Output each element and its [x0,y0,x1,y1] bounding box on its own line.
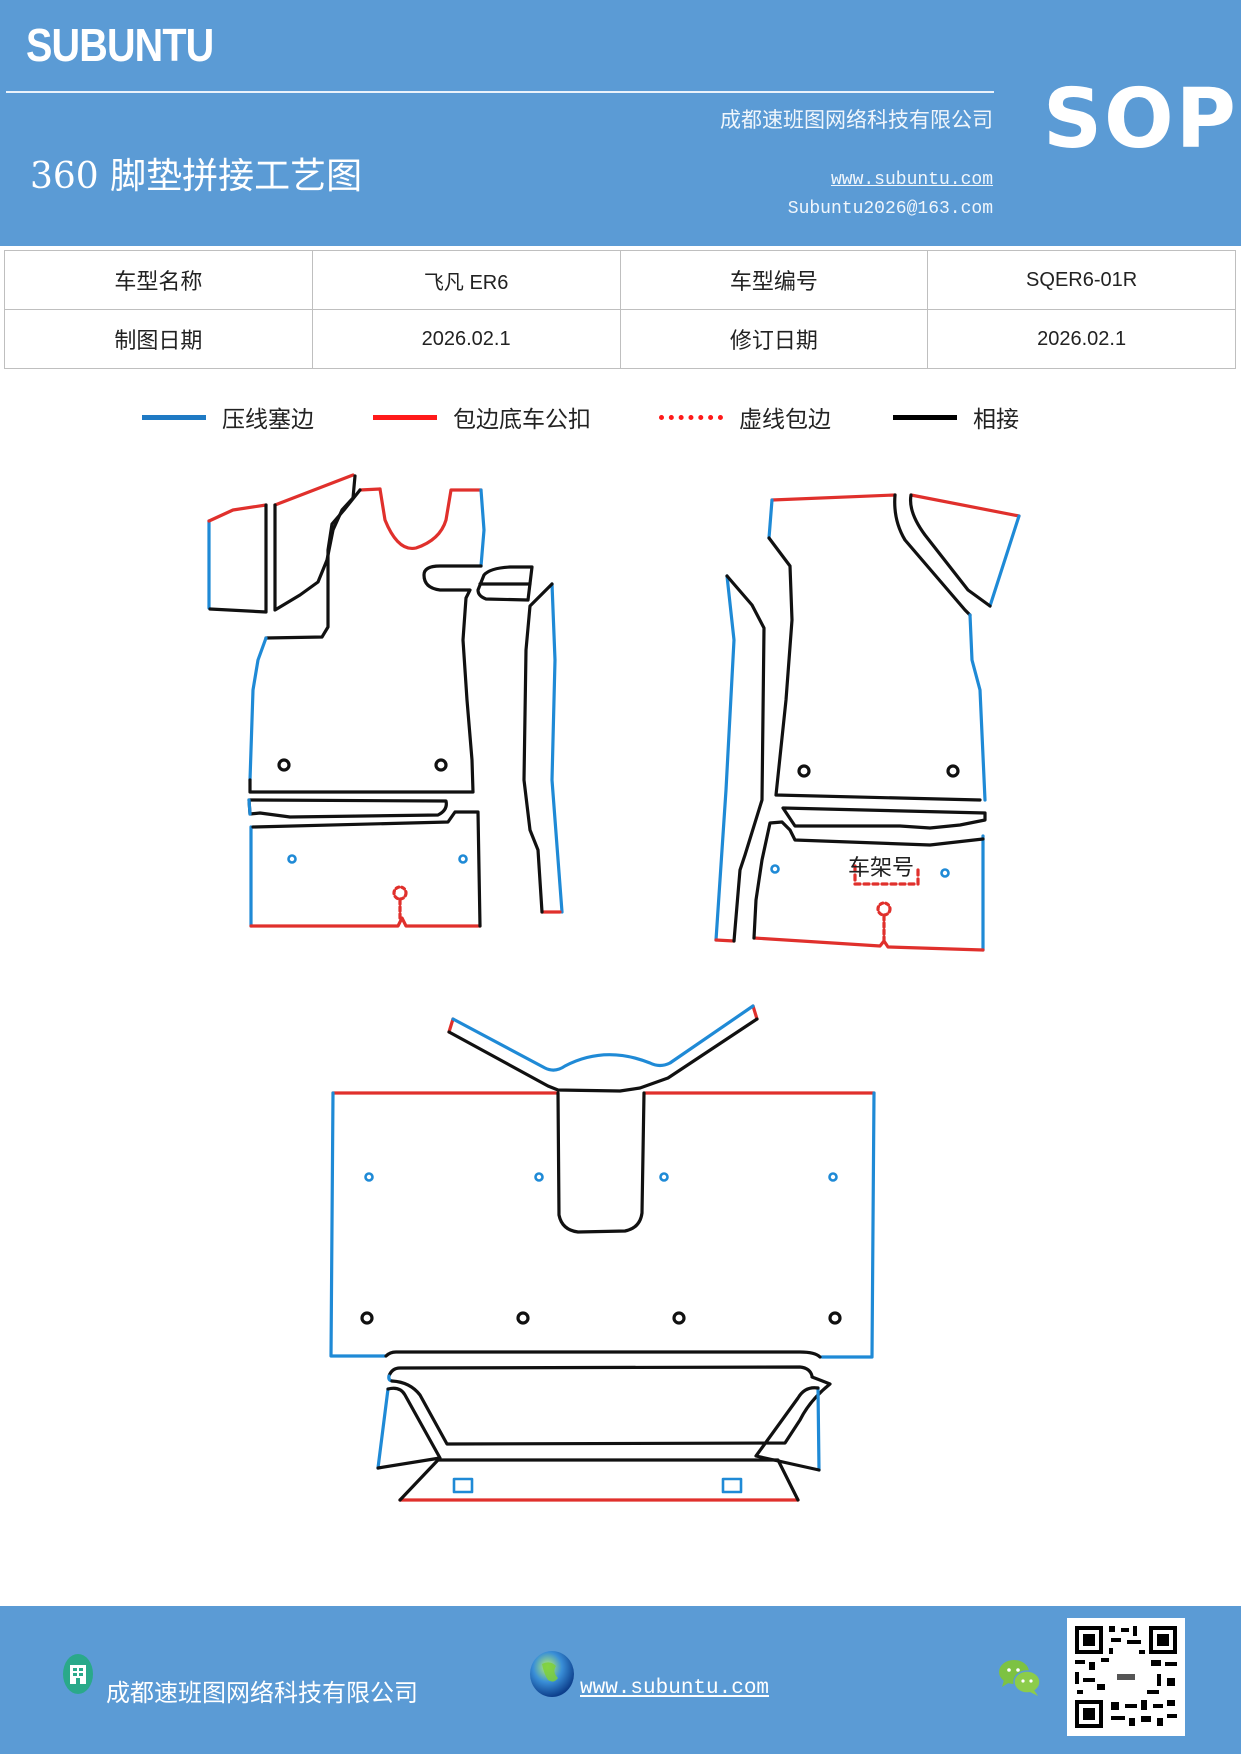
legend: 压线塞边 包边底车公扣 虚线包边 相接 [0,400,1241,440]
globe-icon [530,1651,574,1697]
header: SUBUNTU 360 脚垫拼接工艺图 成都速班图网络科技有限公司 www.su… [0,0,1241,246]
red-dotted-swatch [659,414,723,420]
email-address: Subuntu2026@163.com [787,199,993,219]
rear-mats [329,1004,876,1502]
passenger-side-mats: 车架号 [714,493,1021,952]
legend-label: 包边底车公扣 [453,407,591,433]
wechat-icon [999,1660,1041,1696]
footer-website-link[interactable]: www.subuntu.com [580,1677,770,1700]
legend-item-black: 相接 [893,400,1019,434]
legend-item-red: 包边底车公扣 [373,400,591,434]
qr-code [1067,1618,1185,1736]
table-row: 制图日期 2026.02.1 修订日期 2026.02.1 [4,309,1236,369]
legend-label: 压线塞边 [222,407,314,433]
drawing-date-label: 制图日期 [4,309,313,369]
model-name-value: 飞凡 ER6 [311,250,621,310]
floor-mat-diagram: 车架号 [207,473,1021,1502]
red-line-swatch [373,414,437,420]
driver-side-mats [207,473,564,928]
header-divider [6,91,994,93]
blue-line-swatch [142,414,206,420]
legend-label: 虚线包边 [739,407,831,433]
legend-item-dotted: 虚线包边 [659,400,831,434]
qr-code-pattern [1075,1626,1177,1728]
legend-label: 相接 [973,407,1019,433]
revision-date-value: 2026.02.1 [927,309,1236,369]
sop-badge: SOP [1043,72,1238,167]
vin-label: 车架号 [848,856,914,881]
model-code-value: SQER6-01R [927,250,1236,310]
model-code-label: 车型编号 [619,250,929,310]
page-title: 360 脚垫拼接工艺图 [30,156,363,197]
brand-logo: SUBUNTU [26,19,214,71]
footer: 成都速班图网络科技有限公司 www.subuntu.com [0,1606,1241,1754]
building-icon [63,1654,93,1694]
revision-date-label: 修订日期 [619,309,929,369]
black-line-swatch [893,414,957,420]
model-name-label: 车型名称 [4,250,313,310]
drawing-date-value: 2026.02.1 [311,309,621,369]
company-name: 成都速班图网络科技有限公司 [720,108,993,132]
footer-company-name: 成都速班图网络科技有限公司 [106,1679,418,1707]
table-row: 车型名称 飞凡 ER6 车型编号 SQER6-01R [4,250,1236,310]
website-link[interactable]: www.subuntu.com [830,170,993,190]
vehicle-info-table: 车型名称 飞凡 ER6 车型编号 SQER6-01R 制图日期 2026.02.… [4,250,1236,369]
legend-item-blue: 压线塞边 [142,400,314,434]
